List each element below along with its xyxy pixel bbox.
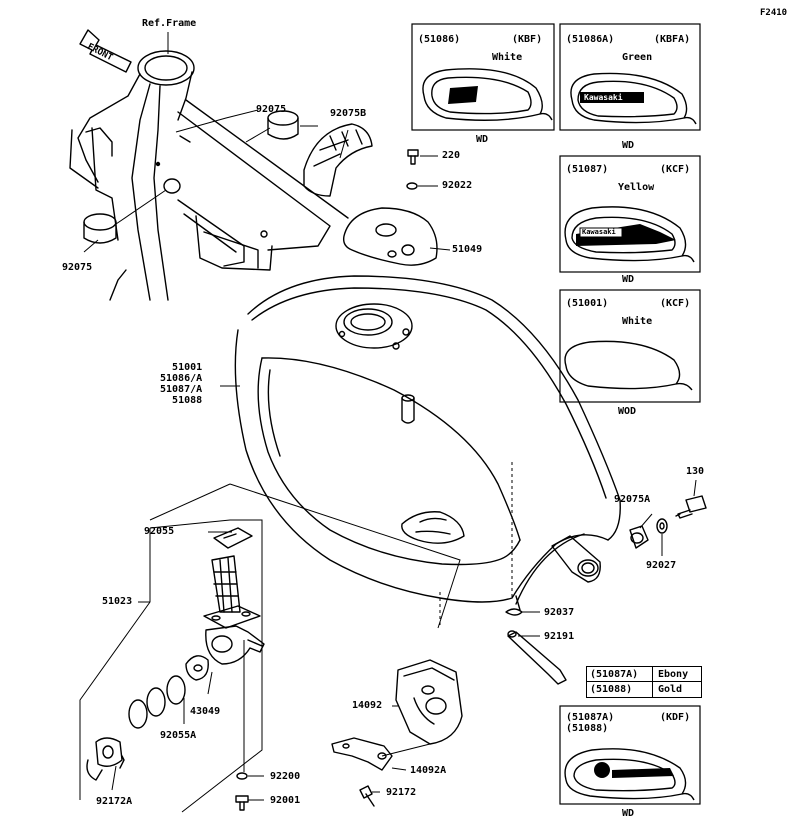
variant-4-suffix: WOD [618, 406, 637, 417]
variant-4-color: White [622, 316, 653, 327]
label-92022: 92022 [442, 180, 473, 191]
bolt-130 [675, 495, 707, 519]
fuel-tank-drawing [234, 275, 621, 611]
variant-1-color: White [492, 52, 523, 63]
leader-lines [79, 32, 697, 813]
variant-4-part: (51001) [566, 298, 609, 309]
diagram-id: F2410 [760, 8, 788, 18]
decal-logo-green: Kawasaki [584, 93, 623, 102]
label-tank-part-numbers: 51001 51086/A 51087/A 51088 [160, 362, 203, 406]
label-92075A: 92075A [614, 494, 651, 505]
variant-3-code: (KCF) [660, 164, 691, 175]
color-table-column-divider [652, 666, 653, 697]
fuel-cock-drawing [86, 527, 265, 811]
variant-1-code: (KBF) [512, 34, 543, 45]
variant-5-parts: (51087A) (51088) [566, 712, 615, 734]
washer-92027 [656, 518, 668, 534]
variant-1-part: (51086) [418, 34, 461, 45]
color-table-divider [586, 681, 701, 682]
color-table-part-2: (51088) [590, 684, 633, 695]
rubber-92075-left [83, 213, 117, 244]
decal-logo-yellow: Kawasaki [582, 228, 616, 236]
label-92075-top: 92075 [256, 104, 287, 115]
variant-5-suffix: WD [622, 808, 635, 819]
label-130: 130 [686, 466, 705, 477]
cover-51049 [342, 207, 438, 266]
label-92027: 92027 [646, 560, 677, 571]
bracket-14092A [331, 737, 393, 771]
tank-variant-kdf [564, 748, 695, 801]
cover-14092 [395, 659, 463, 745]
variant-3-color: Yellow [618, 182, 655, 193]
screw-92172 [359, 785, 375, 807]
frame-drawing [69, 50, 349, 301]
variant-5-code: (KDF) [660, 712, 691, 723]
label-92037: 92037 [544, 607, 575, 618]
front-arrow [79, 29, 132, 73]
hose-92191 [507, 630, 567, 685]
color-table [586, 666, 702, 698]
damper-92075B [303, 123, 373, 197]
label-14092A: 14092A [410, 765, 447, 776]
variant-tanks [422, 68, 697, 801]
variant-2-code: (KBFA) [654, 34, 691, 45]
label-14092: 14092 [352, 700, 383, 711]
label-51023: 51023 [102, 596, 133, 607]
variant-3-suffix: WD [622, 274, 635, 285]
variant-1-suffix: WD [476, 134, 489, 145]
tank-decals [448, 86, 676, 778]
variant-boxes [411, 23, 701, 805]
clamp-92037 [505, 608, 523, 616]
label-92075-left: 92075 [62, 262, 93, 273]
variant-2-color: Green [622, 52, 653, 63]
label-43049: 43049 [190, 706, 221, 717]
label-92055A: 92055A [160, 730, 197, 741]
tank-variant-kcf-white [564, 340, 693, 391]
label-51049: 51049 [452, 244, 483, 255]
label-92055: 92055 [144, 526, 175, 537]
screw-220 [407, 149, 419, 165]
color-table-color-2: Gold [658, 684, 683, 695]
label-92075B: 92075B [330, 108, 367, 119]
washer-92022 [406, 182, 418, 190]
label-ref-frame: Ref.Frame [142, 18, 197, 29]
variant-3-part: (51087) [566, 164, 609, 175]
label-92191: 92191 [544, 631, 575, 642]
variant-2-suffix: WD [622, 140, 635, 151]
label-220: 220 [442, 150, 461, 161]
tank-variant-kbfa [570, 72, 697, 125]
tank-variant-kbf [422, 68, 553, 121]
label-92172: 92172 [386, 787, 417, 798]
label-92172A: 92172A [96, 796, 133, 807]
variant-4-code: (KCF) [660, 298, 691, 309]
tank-variant-kcf-yellow [564, 206, 695, 263]
damper-92075A [629, 525, 649, 549]
dashed-lines [439, 462, 513, 626]
variant-2-part: (51086A) [566, 34, 615, 45]
label-92200: 92200 [270, 771, 301, 782]
color-table-part-1: (51087A) [590, 669, 639, 680]
label-92001: 92001 [270, 795, 301, 806]
color-table-color-1: Ebony [658, 669, 689, 680]
rubber-92075-top [267, 110, 299, 140]
